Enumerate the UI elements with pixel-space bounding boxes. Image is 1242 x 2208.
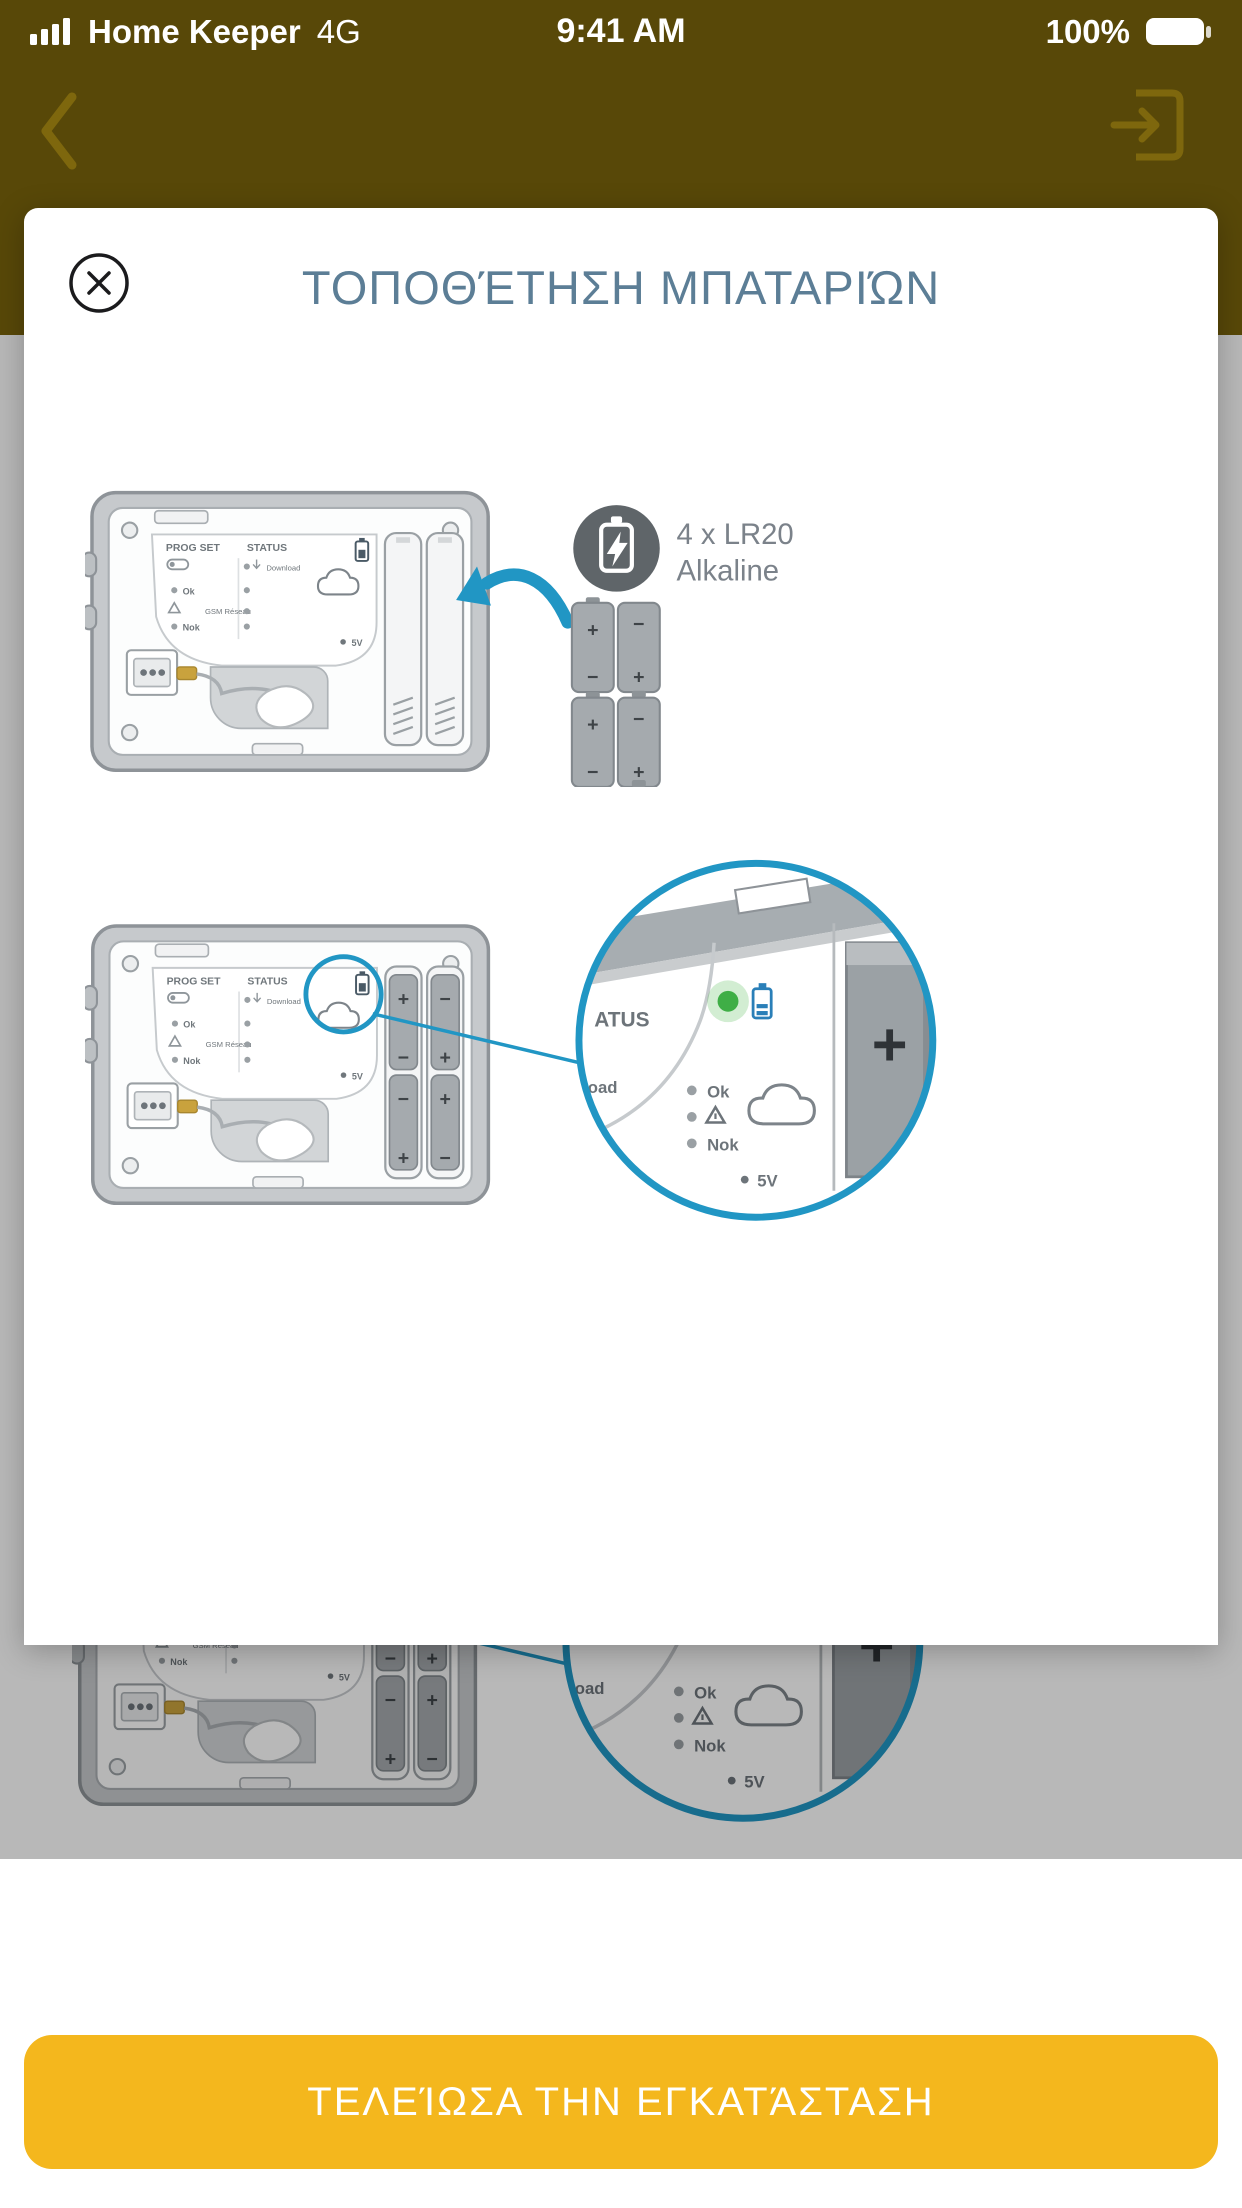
battery-polarity-sign: − — [587, 667, 598, 689]
battery-cells: + − − + + − − + — [570, 597, 661, 787]
status-bar: Home Keeper 4G 9:41 AM 100% — [0, 0, 1242, 63]
battery-polarity-sign: − — [633, 614, 644, 636]
battery-spec-line2: Alkaline — [677, 554, 780, 587]
logout-icon — [1110, 89, 1184, 161]
carrier-label: Home Keeper — [88, 12, 301, 50]
network-label: 4G — [316, 12, 361, 50]
battery-polarity-sign: − — [587, 762, 598, 784]
diagram-status-check — [85, 855, 1215, 1259]
battery-type-icon — [573, 505, 660, 592]
battery-spec-line1: 4 x LR20 — [677, 518, 794, 551]
arrow-head — [456, 566, 491, 606]
battery-polarity-sign: − — [633, 709, 644, 731]
close-button[interactable] — [68, 252, 130, 314]
close-icon — [69, 253, 129, 313]
battery-polarity-sign: + — [587, 714, 598, 736]
bottom-bar: ΤΕΛΕΊΩΣΑ ΤΗΝ ΕΓΚΑΤΆΣΤΑΣΗ — [0, 1859, 1242, 2208]
back-button[interactable] — [36, 89, 80, 176]
battery-polarity-sign: + — [633, 667, 644, 689]
battery-percent-label: 100% — [1045, 12, 1130, 50]
signal-strength-icon — [30, 18, 70, 45]
battery-polarity-sign: + — [633, 762, 644, 784]
battery-polarity-sign: + — [587, 619, 598, 641]
finish-installation-button[interactable]: ΤΕΛΕΊΩΣΑ ΤΗΝ ΕΓΚΑΤΆΣΤΑΣΗ — [24, 2035, 1218, 2169]
battery-installation-modal: ΤΟΠΟΘΈΤΗΣΗ ΜΠΑΤΑΡΙΏΝ 4 x LR20 Alkaline — [24, 208, 1218, 1645]
clock-label: 9:41 AM — [556, 12, 686, 50]
logout-button[interactable] — [1110, 87, 1186, 166]
modal-title: ΤΟΠΟΘΈΤΗΣΗ ΜΠΑΤΑΡΙΏΝ — [301, 261, 941, 314]
diagram-insert-batteries: 4 x LR20 Alkaline + − − + + − − — [85, 480, 794, 787]
chevron-left-icon — [41, 92, 77, 170]
battery-icon — [1146, 17, 1211, 45]
